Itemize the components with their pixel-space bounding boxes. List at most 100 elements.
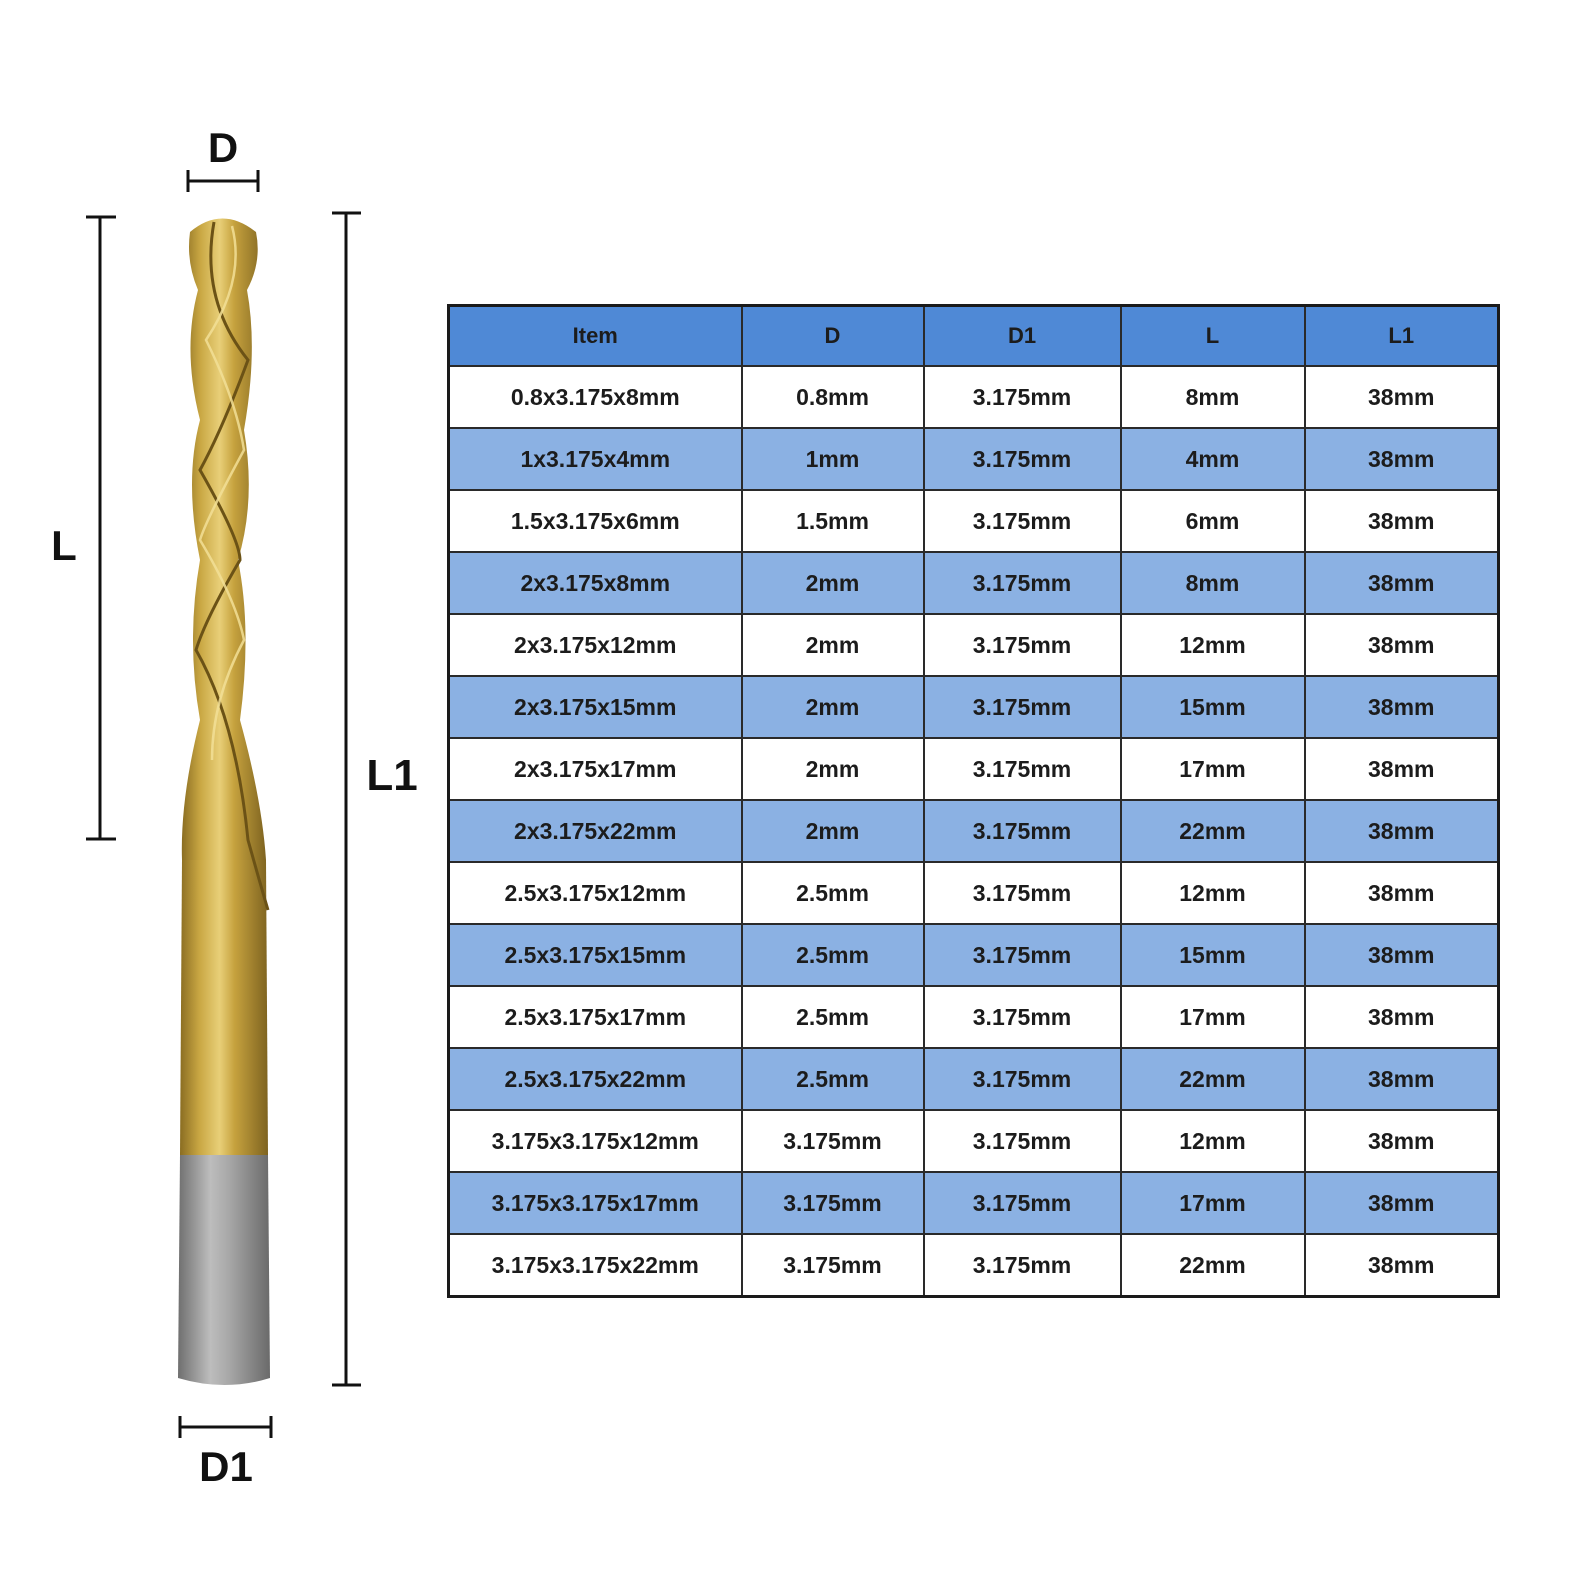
cell-l: 6mm	[1119, 489, 1306, 553]
cell-item: 2x3.175x22mm	[447, 799, 743, 863]
column-header-item: Item	[447, 304, 743, 367]
cell-l1: 38mm	[1303, 1171, 1500, 1235]
cell-item: 2x3.175x12mm	[447, 613, 743, 677]
cell-item: 2.5x3.175x17mm	[447, 985, 743, 1049]
dimension-l1: L1	[332, 211, 418, 1387]
cell-d: 2.5mm	[740, 861, 925, 925]
cell-d1: 3.175mm	[922, 1171, 1122, 1235]
column-header-d: D	[740, 304, 925, 367]
cell-item: 2x3.175x15mm	[447, 675, 743, 739]
cell-l1: 38mm	[1303, 1109, 1500, 1173]
cell-d1: 3.175mm	[922, 489, 1122, 553]
cell-l: 8mm	[1119, 365, 1306, 429]
cell-d: 3.175mm	[740, 1171, 925, 1235]
cell-l1: 38mm	[1303, 985, 1500, 1049]
cell-l: 8mm	[1119, 551, 1306, 615]
cell-l: 12mm	[1119, 1109, 1306, 1173]
cell-d1: 3.175mm	[922, 1109, 1122, 1173]
tool-shank-coated	[180, 860, 268, 1155]
table-header-row: Item D D1 L L1	[447, 304, 1500, 367]
cell-d1: 3.175mm	[922, 1047, 1122, 1111]
cell-d: 1mm	[740, 427, 925, 491]
dimension-l1-label: L1	[366, 751, 417, 800]
cell-l: 22mm	[1119, 1233, 1306, 1298]
cell-item: 2x3.175x17mm	[447, 737, 743, 801]
dimension-l: L	[51, 215, 116, 841]
cell-d1: 3.175mm	[922, 613, 1122, 677]
cell-item: 1x3.175x4mm	[447, 427, 743, 491]
cell-item: 2x3.175x8mm	[447, 551, 743, 615]
cell-d: 1.5mm	[740, 489, 925, 553]
cell-l1: 38mm	[1303, 551, 1500, 615]
cell-l1: 38mm	[1303, 799, 1500, 863]
cell-l: 22mm	[1119, 799, 1306, 863]
cell-l: 12mm	[1119, 613, 1306, 677]
dimension-l-label: L	[51, 522, 77, 569]
cell-d1: 3.175mm	[922, 799, 1122, 863]
cell-item: 2.5x3.175x15mm	[447, 923, 743, 987]
cell-d: 2mm	[740, 613, 925, 677]
cell-l1: 38mm	[1303, 675, 1500, 739]
cell-d1: 3.175mm	[922, 861, 1122, 925]
cell-d1: 3.175mm	[922, 737, 1122, 801]
cell-item: 3.175x3.175x12mm	[447, 1109, 743, 1173]
cell-l1: 38mm	[1303, 427, 1500, 491]
cell-item: 0.8x3.175x8mm	[447, 365, 743, 429]
cell-item: 2.5x3.175x22mm	[447, 1047, 743, 1111]
cell-l1: 38mm	[1303, 1047, 1500, 1111]
tool-flute-edge	[198, 225, 246, 761]
cell-d1: 3.175mm	[922, 427, 1122, 491]
cell-l1: 38mm	[1303, 923, 1500, 987]
dimension-d1: D1	[178, 1416, 273, 1490]
cell-l1: 38mm	[1303, 861, 1500, 925]
dimension-d1-label: D1	[199, 1443, 253, 1490]
cell-l: 17mm	[1119, 737, 1306, 801]
cell-d: 0.8mm	[740, 365, 925, 429]
cell-d: 3.175mm	[740, 1233, 925, 1298]
cell-l: 15mm	[1119, 923, 1306, 987]
cell-d: 2mm	[740, 551, 925, 615]
cell-l1: 38mm	[1303, 489, 1500, 553]
column-header-d1: D1	[922, 304, 1122, 367]
cell-item: 3.175x3.175x17mm	[447, 1171, 743, 1235]
dimension-d-label: D	[208, 124, 238, 171]
cell-l1: 38mm	[1303, 365, 1500, 429]
tool-flute-section	[181, 218, 266, 860]
tool-shank-uncoated	[178, 1155, 270, 1385]
column-header-l: L	[1119, 304, 1306, 367]
cell-l: 17mm	[1119, 1171, 1306, 1235]
cell-d: 2.5mm	[740, 923, 925, 987]
cell-d1: 3.175mm	[922, 675, 1122, 739]
cell-item: 3.175x3.175x22mm	[447, 1233, 743, 1298]
cell-d1: 3.175mm	[922, 985, 1122, 1049]
cell-d: 2mm	[740, 675, 925, 739]
tool-flute-edge	[194, 221, 270, 911]
cell-d: 2mm	[740, 799, 925, 863]
cell-item: 1.5x3.175x6mm	[447, 489, 743, 553]
cell-l: 17mm	[1119, 985, 1306, 1049]
dimension-d: D	[186, 124, 260, 192]
cell-d1: 3.175mm	[922, 923, 1122, 987]
end-mill-tool	[178, 218, 270, 1385]
cell-l1: 38mm	[1303, 737, 1500, 801]
cell-item: 2.5x3.175x12mm	[447, 861, 743, 925]
cell-d1: 3.175mm	[922, 1233, 1122, 1298]
cell-d: 2mm	[740, 737, 925, 801]
cell-l1: 38mm	[1303, 1233, 1500, 1298]
cell-l: 15mm	[1119, 675, 1306, 739]
cell-l: 12mm	[1119, 861, 1306, 925]
